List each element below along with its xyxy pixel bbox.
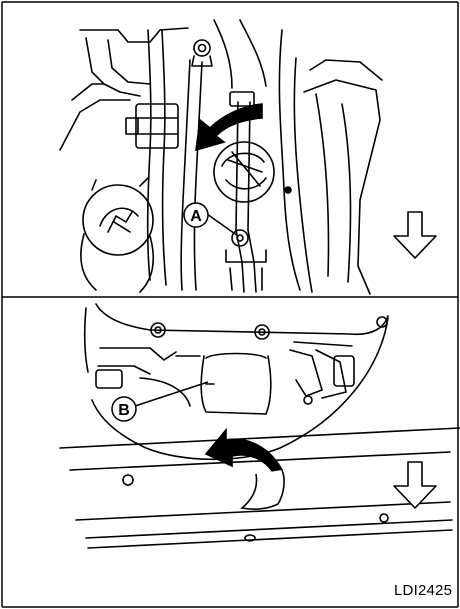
callout-b: B: [112, 382, 208, 421]
rotation-arrow-bottom: [206, 430, 284, 509]
callout-b-label: B: [118, 402, 130, 419]
direction-arrow-bottom: [394, 462, 436, 508]
bottom-panel: [60, 304, 460, 548]
direction-arrow-top: [394, 212, 436, 258]
figure-reference-code: LDI2425: [394, 582, 452, 599]
top-panel: [60, 20, 382, 294]
callout-a: A: [184, 203, 238, 236]
callout-a-label: A: [190, 208, 202, 225]
